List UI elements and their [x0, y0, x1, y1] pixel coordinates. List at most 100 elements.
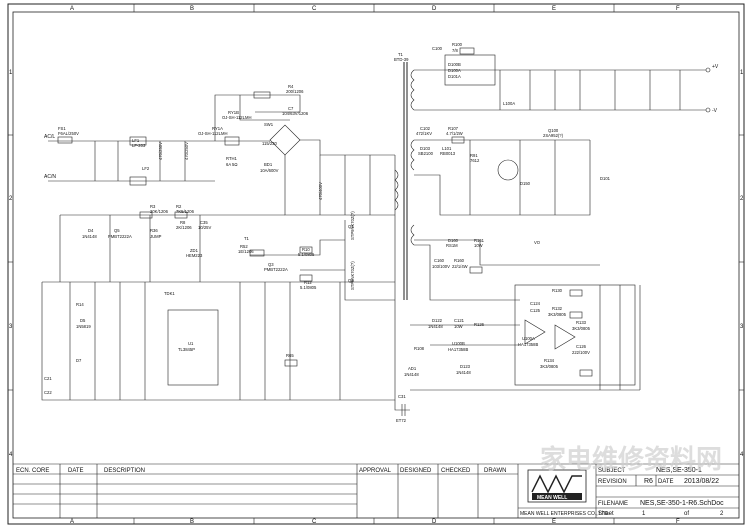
label-ry1a-val: OJ-SH-112LMH [198, 131, 227, 136]
label-t1: T1 [398, 52, 404, 57]
label-c121-val: 10W [454, 324, 463, 329]
header-designed: DESIGNED [400, 468, 432, 474]
col-bottom-e: E [552, 519, 556, 525]
header-approval: APPROVAL [359, 468, 392, 474]
label-r132: R132 [552, 306, 563, 311]
col-bottom-a: A [70, 519, 74, 525]
label-q3-val: PMBT2222A [264, 267, 288, 272]
label-fs1-val: F6AL/250V [58, 131, 79, 136]
header-drawn: DRAWN [484, 468, 506, 474]
label-vo: VO [534, 240, 541, 245]
label-d7: D7 [76, 358, 82, 363]
label-ry1b: RY1B [228, 110, 239, 115]
col-bottom-d: D [432, 519, 437, 525]
component-glyphs [57, 47, 593, 377]
label-r107: R107 [448, 126, 459, 131]
filename-value: NES,SE-350-1-R6.SchDoc [640, 500, 724, 507]
label-c126-val: 222/100V [572, 350, 590, 355]
frame-ticks [8, 4, 744, 524]
label-r8: R8 [180, 220, 186, 225]
label-r107-val: 4.7/1/2W [446, 131, 463, 136]
label-r3-val: 20K/1206 [150, 209, 169, 214]
row-left-4: 4 [9, 452, 13, 458]
label-q5: Q5 [114, 228, 120, 233]
watermark: 家电维修资料网 [540, 444, 722, 474]
label-r12: R12 [304, 280, 312, 285]
label-c125: C125 [530, 308, 541, 313]
label-ry1b-val: OJ-SH-112LMH [222, 115, 251, 120]
label-r2: R2 [176, 204, 182, 209]
label-ry1a: RY1A [212, 126, 223, 131]
label-r2-val: 7K5/1206 [176, 209, 195, 214]
label-vplus: +V [712, 64, 719, 70]
label-r4: R4 [288, 84, 294, 89]
label-c160-val: 103/100V [432, 264, 450, 269]
label-d122-val: 1N4148 [428, 324, 443, 329]
label-l101: L101 [442, 146, 452, 151]
label-d101a: D101A [448, 74, 461, 79]
subject-label: SUBJECT [598, 468, 626, 474]
label-r134: R134 [544, 358, 555, 363]
label-u1: U1 [188, 341, 194, 346]
label-c126: C126 [576, 344, 587, 349]
label-lf1-val: LF-203 [132, 143, 146, 148]
label-c121: C121 [454, 318, 465, 323]
label-u100a-val: HA17358B [518, 342, 538, 347]
label-r160-val: 22/1/4W [452, 264, 468, 269]
label-u100a: U100A [522, 336, 535, 341]
label-l101-val: RB0013 [440, 151, 456, 156]
outer-border [7, 3, 745, 525]
sheet-label: Sheet [598, 511, 614, 517]
label-q3: Q3 [268, 262, 274, 267]
label-d101: D101 [600, 176, 611, 181]
label-r12-val: 5.1/0805 [300, 285, 317, 290]
label-r126: R126 [474, 322, 485, 327]
row-left-2: 2 [9, 196, 13, 202]
label-r100-val: 7/8 [452, 48, 458, 53]
label-r91: R91 [470, 153, 478, 158]
label-r52: R52 [240, 244, 248, 249]
col-top-d: D [432, 6, 437, 12]
sheet-total: 2 [720, 511, 724, 517]
col-top-b: B [190, 6, 194, 12]
label-c7: C7 [288, 106, 294, 111]
label-ad1-val: 1N4148 [404, 372, 419, 377]
label-rth1-val: 6A 5Ω [226, 162, 238, 167]
row-right-4: 4 [740, 452, 744, 458]
label-q1-val: STP9NK70Z(?) [350, 211, 355, 240]
header-checked: CHECKED [441, 468, 471, 474]
label-r10: R10 [302, 247, 310, 252]
label-r130: R130 [552, 288, 563, 293]
col-bottom-f: F [676, 519, 680, 525]
label-zd1: ZD1 [190, 248, 199, 253]
row-left-1: 1 [9, 70, 13, 76]
label-d122: D122 [432, 318, 443, 323]
label-d4-val: 1N4148 [82, 234, 97, 239]
label-lf1: LF1 [132, 138, 140, 143]
row-right-1: 1 [740, 70, 744, 76]
label-fs1: FS1 [58, 126, 66, 131]
label-c102: C102 [420, 126, 431, 131]
label-d123: D123 [460, 364, 471, 369]
label-r91-val: 7612 [470, 158, 480, 163]
label-bd1-val: 10A/600V [260, 168, 279, 173]
header-ecn: ECN. CORE [16, 468, 49, 474]
label-r3: R3 [150, 204, 156, 209]
label-tdk1: TDK1 [164, 291, 175, 296]
label-r10-val: 5.1/0805 [298, 252, 315, 257]
label-c7-val: 104/63V/1206 [282, 111, 309, 116]
label-r8-val: 2K/1206 [176, 225, 192, 230]
label-acn: AC/N [44, 174, 56, 180]
label-c100: C100 [432, 46, 443, 51]
row-right-3: 3 [740, 324, 744, 330]
label-r4-val: 200/1206 [286, 89, 304, 94]
col-top-a: A [70, 6, 74, 12]
label-d160: D160 [448, 238, 459, 243]
filename-label: FILENAME [598, 501, 628, 507]
label-c124: C124 [530, 301, 541, 306]
label-d4: D4 [88, 228, 94, 233]
inner-border [12, 11, 740, 519]
label-c3-val: 470/250V [184, 142, 189, 160]
label-u100b-val: HA17358B [448, 347, 468, 352]
title-block [13, 463, 739, 518]
